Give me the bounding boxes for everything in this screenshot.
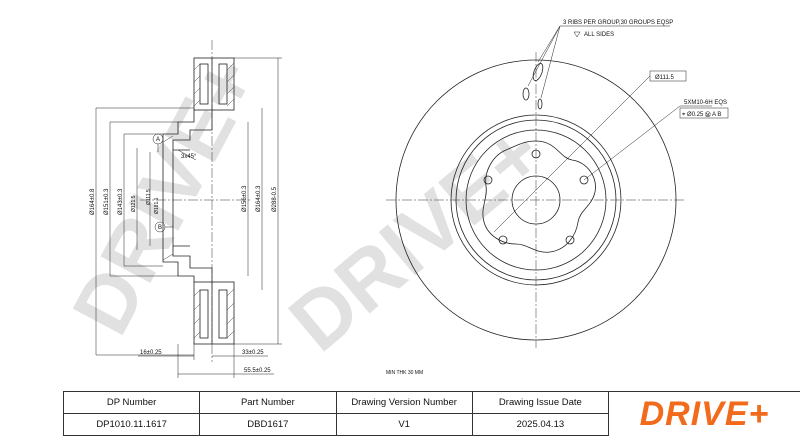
- dim-d6: Ø181.1: [154, 197, 160, 214]
- value-version: V1: [335, 413, 473, 436]
- datum-b: B: [158, 225, 162, 231]
- bottom-dimensions: [138, 344, 274, 378]
- hub-flange-star: [482, 140, 596, 253]
- dim-h3: 55.5±0.25: [244, 368, 271, 374]
- chamfer-note: 3x45°: [181, 154, 197, 160]
- value-dp-number: DP1010.11.1617: [62, 413, 201, 436]
- dim-d1: Ø164±0.8: [90, 188, 96, 215]
- dim-d2: Ø151±0.3: [104, 188, 110, 215]
- left-dimensions: [95, 57, 282, 356]
- center-dia-note: Ø111.5: [655, 75, 674, 81]
- ribs-note: 3 RIBS PER GROUP,30 GROUPS EQSP: [563, 20, 673, 26]
- title-value-row: DP1010.11.1617 DBD1617 V1 2025.04.13: [62, 413, 610, 436]
- dim-d8: Ø164±0.3: [256, 185, 262, 212]
- section-view: Ø164±0.8 Ø151±0.3 Ø143±0.3 Ø121.5 Ø111.5…: [90, 40, 282, 378]
- value-part-number: DBD1617: [199, 413, 337, 436]
- dim-d3: Ø143±0.3: [118, 188, 124, 215]
- dim-d4: Ø121.5: [131, 195, 137, 212]
- header-version: Drawing Version Number: [335, 391, 473, 414]
- header-part-number: Part Number: [199, 391, 337, 414]
- front-view: 3 RIBS PER GROUP,30 GROUPS EQSP ALL SIDE…: [386, 20, 729, 376]
- all-sides-note: ALL SIDES: [584, 32, 614, 38]
- dim-d9: Ø288-0.5: [272, 186, 278, 212]
- title-block: DP Number Part Number Drawing Version Nu…: [62, 391, 800, 437]
- dim-h2: 33±0.25: [242, 350, 264, 356]
- vent-ribs: [522, 63, 544, 110]
- title-table: DP Number Part Number Drawing Version Nu…: [62, 391, 610, 436]
- header-issue-date: Drawing Issue Date: [471, 391, 610, 414]
- dim-h1: 16±0.25: [140, 350, 162, 356]
- bolt-note: 5XM10-6H EQS: [684, 100, 727, 106]
- section-hatching: [162, 62, 235, 339]
- position-tol: ⌖ Ø0.25 Ⓜ A B: [682, 111, 721, 118]
- watermark-right: DRIVE+: [273, 107, 560, 369]
- disc-flange-bottom: [193, 281, 235, 345]
- header-dp-number: DP Number: [62, 391, 201, 414]
- min-thk-note: MIN THK 30 MM: [386, 370, 423, 376]
- dim-d5: Ø111.5: [146, 189, 152, 205]
- logo-box: DRIVE+: [609, 391, 800, 437]
- datum-a: A: [156, 137, 160, 143]
- value-issue-date: 2025.04.13: [471, 413, 610, 436]
- dim-d7: Ø156±0.3: [242, 185, 248, 212]
- brand-logo: DRIVE+: [639, 395, 770, 433]
- disc-flange-top: [193, 57, 235, 111]
- title-header-row: DP Number Part Number Drawing Version Nu…: [62, 391, 610, 414]
